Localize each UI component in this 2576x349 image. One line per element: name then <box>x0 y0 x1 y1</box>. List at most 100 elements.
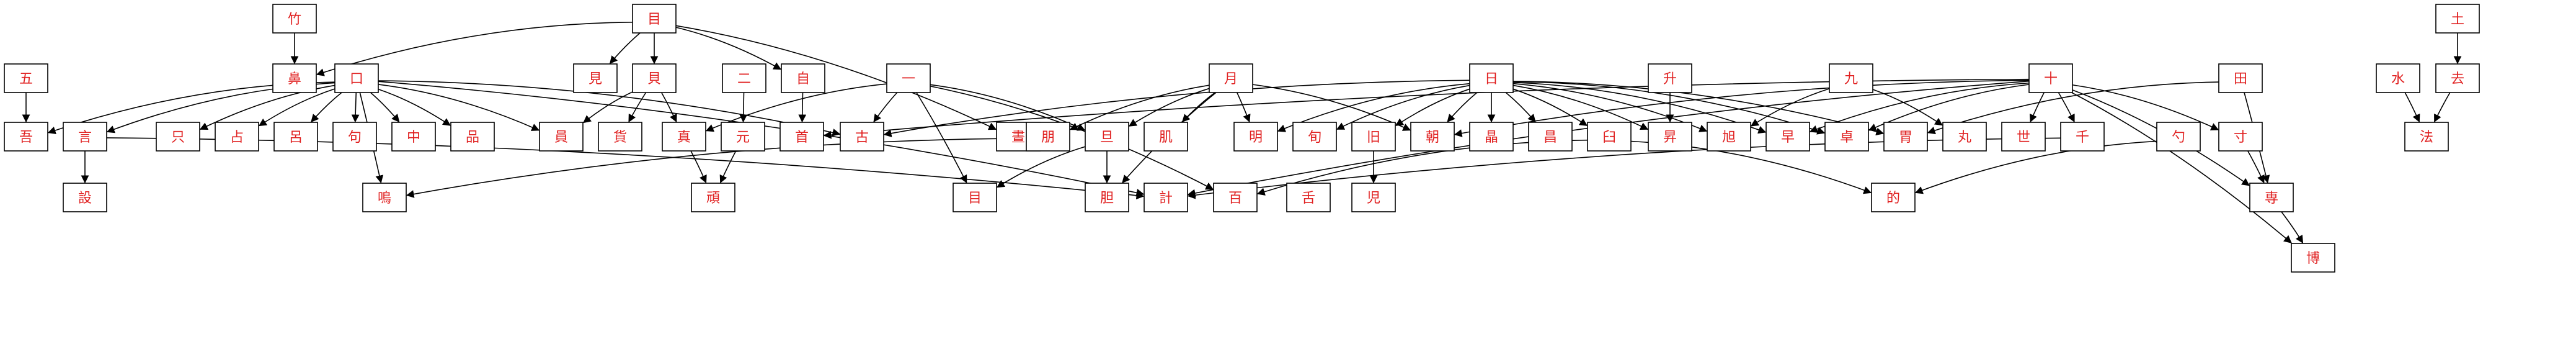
node-xun2: 旬 <box>1292 122 1337 152</box>
node-label: 肌 <box>1159 130 1173 145</box>
edge-ri-to-xun2 <box>1336 84 1470 130</box>
node-box <box>332 122 377 152</box>
node-pin: 品 <box>450 122 495 152</box>
edge-jiu-to-xu <box>1750 88 1830 127</box>
node-box <box>2404 122 2449 152</box>
edge-yue-to-dan <box>1128 88 1210 127</box>
node-bei: 貝 <box>632 63 677 93</box>
node-box <box>1942 122 1987 152</box>
node-ju: 句 <box>332 122 377 152</box>
node-bai2: 百 <box>1213 183 1258 212</box>
edge-ri-to-sheng2 <box>1512 84 1649 130</box>
edge-ri-to-zhuo <box>1512 81 1826 135</box>
edge-yi-to-dan <box>930 84 1086 131</box>
node-gu_dup: 占 <box>215 122 259 152</box>
edge-yi-to-zhen <box>705 83 887 132</box>
node-bei2: 胃 <box>1883 122 1928 152</box>
node-jian: 見 <box>573 63 618 93</box>
node-box <box>273 122 318 152</box>
edge-qian-to-ji2 <box>1187 137 2061 199</box>
node-yan: 言 <box>63 122 107 152</box>
edge-ri-to-chao <box>1447 92 1478 122</box>
node-box <box>573 63 618 93</box>
node-label: 品 <box>466 130 479 145</box>
node-label: 旦 <box>1100 130 1114 145</box>
edge-ri-to-gu <box>883 79 1470 137</box>
edge-yue-to-ming <box>1237 92 1251 123</box>
node-box <box>691 183 735 212</box>
node-zhen: 真 <box>662 122 706 152</box>
node-label: 百 <box>1228 191 1242 206</box>
node-box <box>1213 183 1258 212</box>
node-box <box>156 122 200 152</box>
edge-kou-to-zhong <box>370 92 400 122</box>
node-box <box>2435 63 2480 93</box>
node-box <box>1351 122 1396 152</box>
node-box <box>63 122 107 152</box>
node-xun: 貨 <box>598 122 642 152</box>
node-box <box>598 122 642 152</box>
node-chao: 朝 <box>1410 122 1455 152</box>
node-box <box>1410 122 1455 152</box>
edge-shui-to-fa <box>2404 92 2420 123</box>
node-label: 九 <box>1844 71 1858 87</box>
node-label: 法 <box>2420 130 2433 145</box>
node-label: 目 <box>647 12 661 27</box>
node-label: 一 <box>902 71 915 87</box>
edge-shi-to-zao <box>1809 82 2030 133</box>
node-label: 胃 <box>1899 130 1912 145</box>
node-box <box>63 183 107 212</box>
node-yuan2: 元 <box>721 122 765 152</box>
edge-dan-to-mu2 <box>996 146 1086 188</box>
edge-shi-to-chao <box>1454 79 2030 137</box>
node-label: 旭 <box>1722 130 1736 145</box>
node-box <box>272 4 317 34</box>
node-fa: 法 <box>2404 122 2449 152</box>
node-qu: 去 <box>2435 63 2480 93</box>
edge-mu-to-zhou <box>675 25 997 130</box>
edge-kou-to-gu <box>378 80 841 137</box>
node-ming2: 鳴 <box>362 183 407 212</box>
node-box <box>4 63 48 93</box>
node-label: 見 <box>588 71 602 87</box>
node-xu: 旭 <box>1707 122 1751 152</box>
edge-shi-to-qian <box>2058 92 2075 123</box>
edge-ri-to-bei2 <box>1512 81 1885 136</box>
node-tu: 土 <box>2435 4 2480 34</box>
node-label: 千 <box>2076 130 2089 145</box>
node-label: 占 <box>230 130 244 145</box>
edge-kou-to-pin <box>378 88 451 126</box>
node-yuan3: 頑 <box>691 183 735 212</box>
node-label: 臼 <box>1602 130 1616 145</box>
node-box <box>1829 63 1873 93</box>
node-er2: 児 <box>1351 183 1396 212</box>
node-label: 日 <box>1485 71 1498 87</box>
node-label: 貨 <box>613 130 627 145</box>
node-box <box>1469 122 1514 152</box>
node-box <box>1144 183 1188 212</box>
node-box <box>1883 122 1928 152</box>
edge-shi-to-zhuo <box>1868 84 2030 131</box>
node-box <box>953 183 997 212</box>
node-box <box>1648 63 1692 93</box>
node-label: 舌 <box>1302 191 1315 206</box>
edge-jiu-to-wan <box>1872 89 1943 126</box>
node-bo: 博 <box>2291 243 2335 273</box>
node-shi2: 世 <box>2001 122 2046 152</box>
edge-zhou-to-ming2 <box>406 138 997 198</box>
node-mu2: 目 <box>953 183 997 212</box>
node-ming: 明 <box>1233 122 1278 152</box>
edge-zhen-to-yuan3 <box>690 150 707 184</box>
node-wu: 五 <box>4 63 48 93</box>
node-box <box>632 4 677 34</box>
node-box <box>539 122 584 152</box>
node-label: 員 <box>554 130 568 145</box>
node-label: 博 <box>2306 251 2320 266</box>
node-label: 旬 <box>1308 130 1321 145</box>
node-sheng2: 昇 <box>1648 122 1692 152</box>
node-label: 鼻 <box>288 71 301 87</box>
node-label: 晝 <box>1011 130 1025 145</box>
node-box <box>1824 122 1869 152</box>
node-zao: 早 <box>1765 122 1810 152</box>
node-box <box>1209 63 1253 93</box>
